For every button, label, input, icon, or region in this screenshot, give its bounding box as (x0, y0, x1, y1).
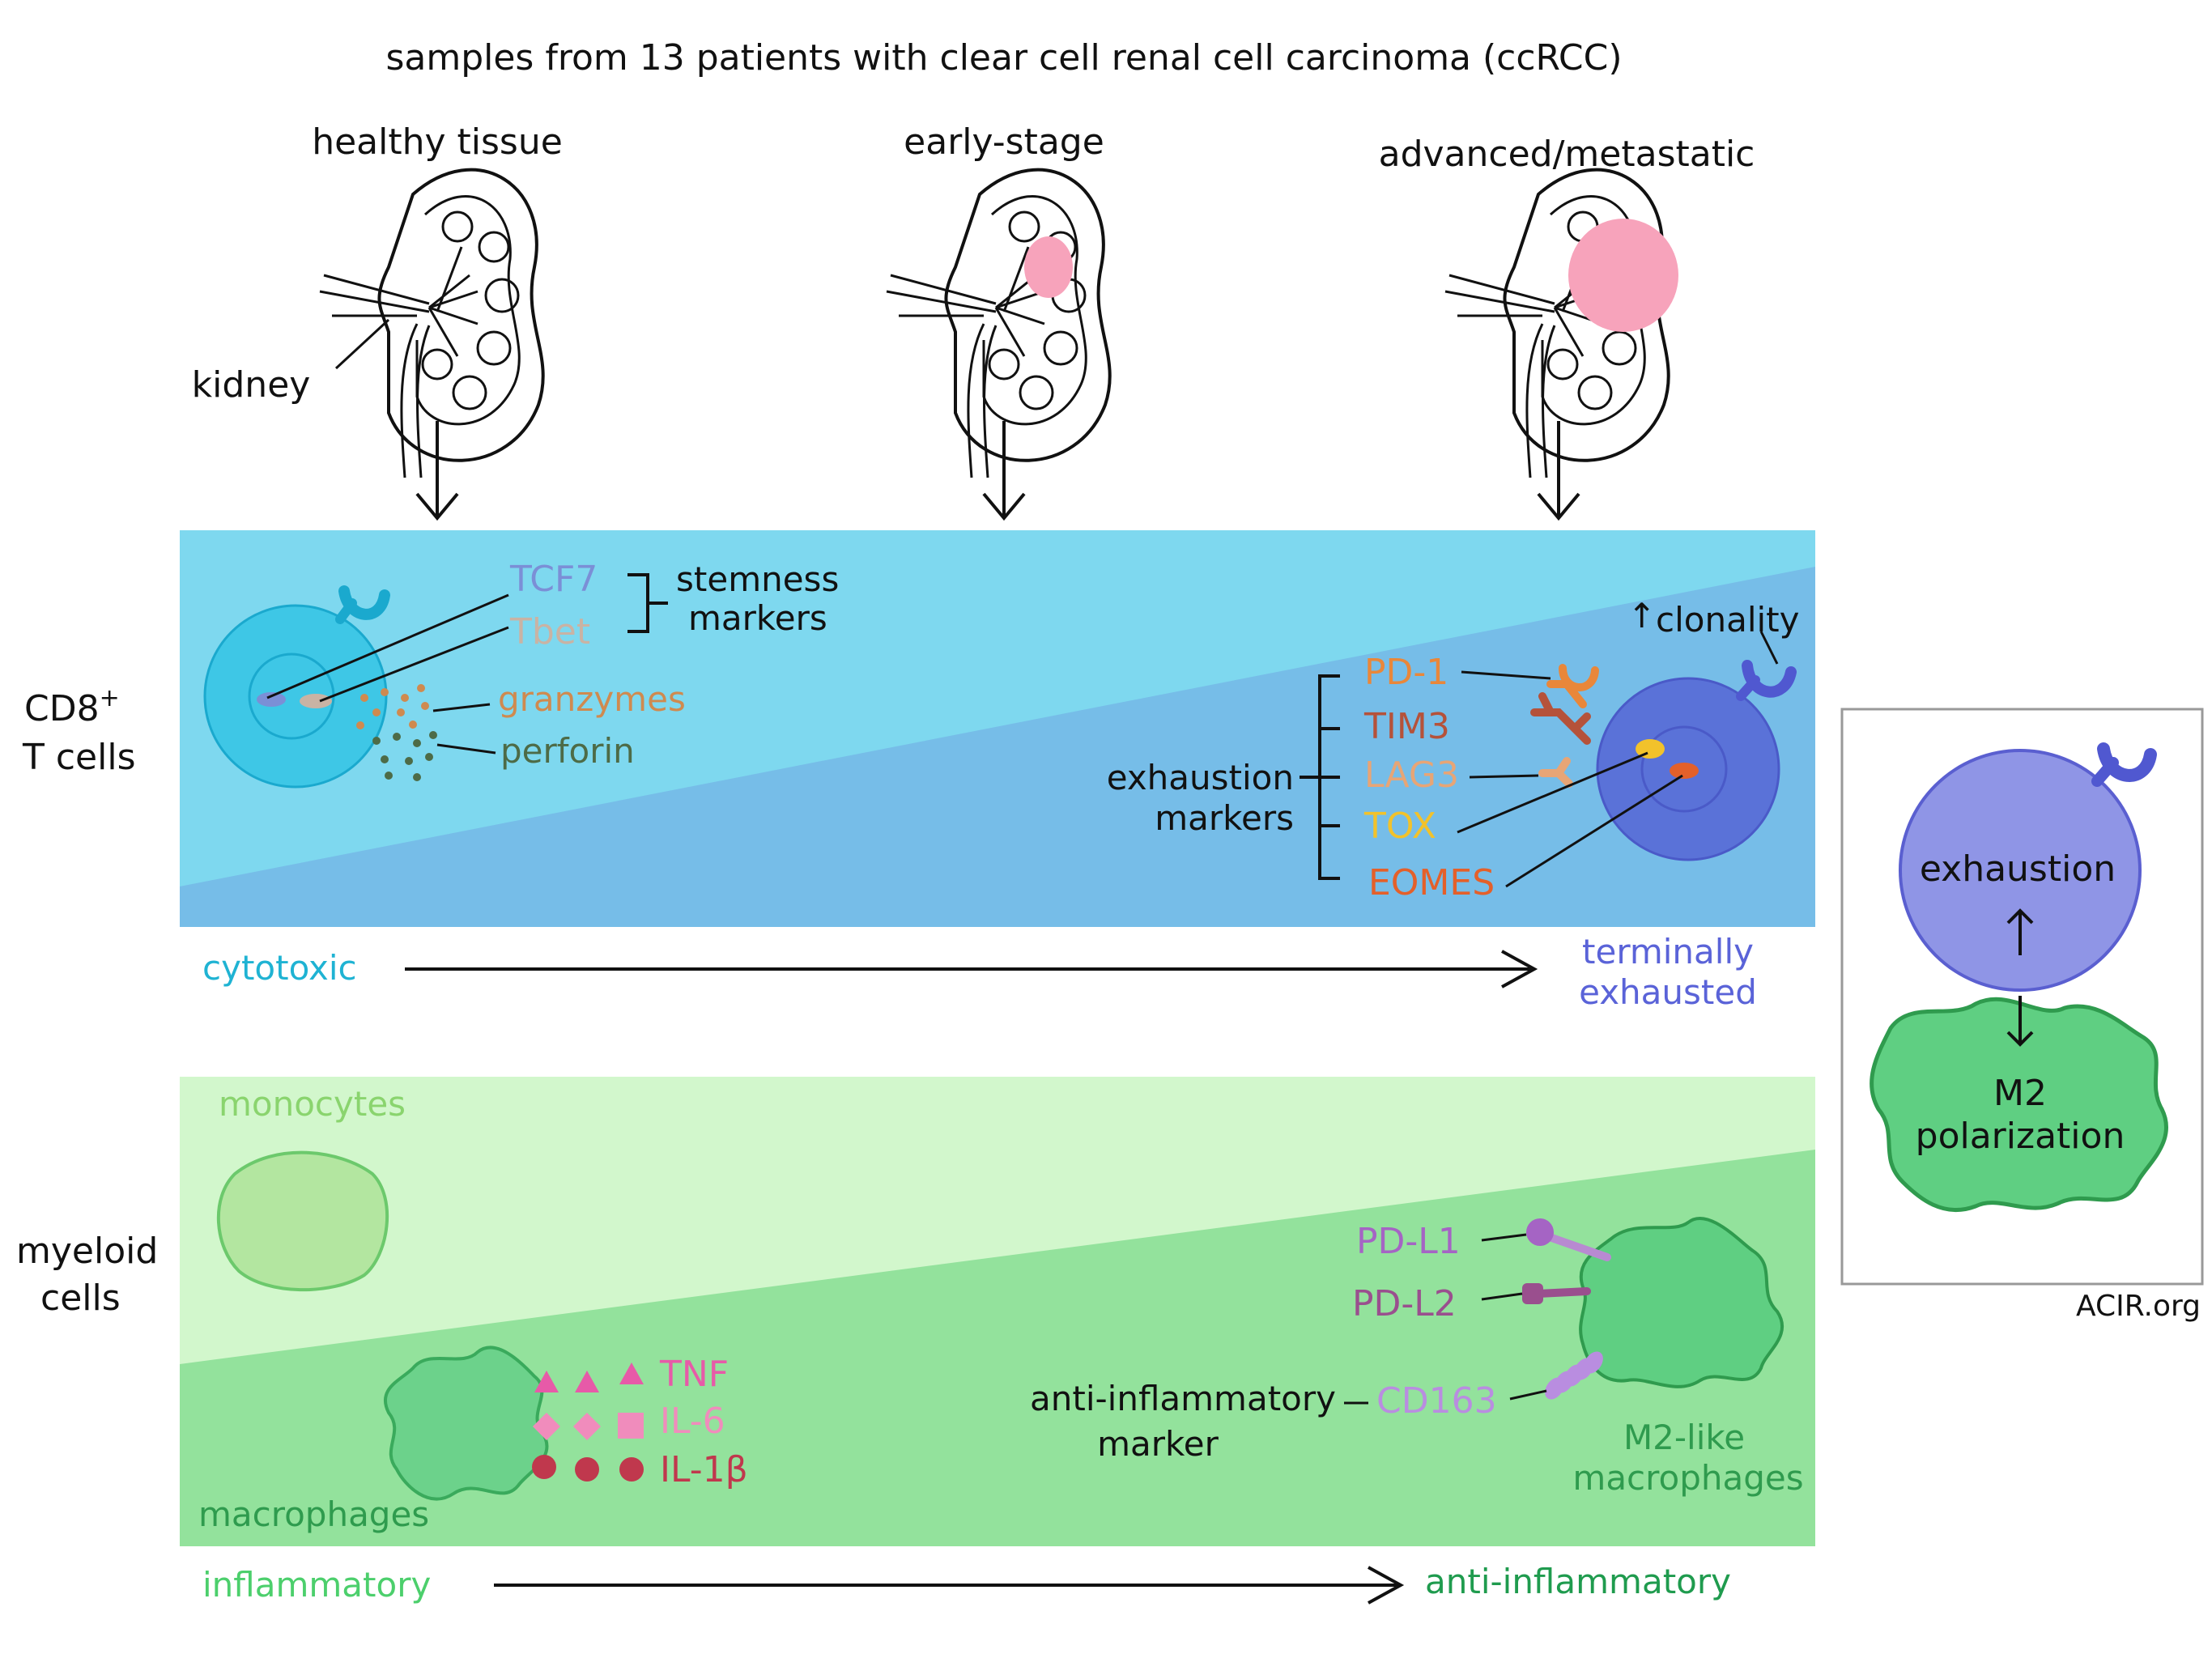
marker-eomes-label: EOMES (1368, 862, 1495, 903)
cytokine-il6-icons (533, 1413, 644, 1440)
marker-tox-label: TOX (1363, 806, 1436, 847)
m2-macrophage-icon (1579, 1216, 1784, 1388)
stemness-label-line2: markers (688, 598, 827, 638)
marker-pd1-label: PD-1 (1364, 652, 1448, 693)
myeloid-axis-left-label: inflammatory (202, 1565, 431, 1605)
marker-tbet-label: Tbet (509, 611, 590, 653)
perforin-dots (372, 731, 437, 781)
tox-pointer-line (1457, 751, 1648, 834)
stage-label-advanced: advanced/metastatic (1379, 134, 1755, 175)
clonality-arrow: ↑ (1627, 596, 1656, 636)
m2-like-label-line2: macrophages (1572, 1458, 1803, 1498)
cytokine-tnf-label: TNF (659, 1354, 729, 1395)
tcell-row-label: CD8+ (24, 684, 120, 729)
myeloid-row-label-line2: cells (40, 1278, 121, 1319)
myeloid-panel-gradient-wedge (180, 1150, 1815, 1546)
inset-m2-label-line2: polarization (1916, 1116, 2125, 1157)
kidney-label: kidney (192, 364, 311, 406)
inset-m2-label-line1: M2 (1993, 1073, 2047, 1114)
exhaustion-markers-label-line1: exhaustion (1107, 758, 1294, 797)
stage-label-healthy: healthy tissue (312, 121, 563, 163)
ligand-pd-l1-label: PD-L1 (1356, 1221, 1461, 1262)
anti-inflammatory-marker-label-line1: anti-inflammatory (1030, 1379, 1336, 1418)
pd1-pointer-line (1461, 670, 1551, 680)
marker-lag3-label: LAG3 (1364, 755, 1459, 796)
myeloid-axis-right-label: anti-inflammatory (1425, 1562, 1731, 1601)
tcell-row-label-line2: T cells (22, 737, 136, 778)
ligand-cd163-label: CD163 (1376, 1380, 1497, 1422)
clonality-pointer-line (1759, 631, 1779, 665)
perforin-pointer-line (436, 743, 496, 755)
inset-exhaustion-label: exhaustion (1920, 848, 2116, 890)
figure-title: samples from 13 patients with clear cell… (385, 37, 1622, 79)
clonality-label: clonality (1656, 600, 1799, 640)
stemness-bracket (627, 573, 668, 633)
granzymes-label: granzymes (498, 679, 686, 719)
tcf7-pointer-line (266, 593, 509, 699)
monocytes-label: monocytes (219, 1084, 406, 1124)
kidney-advanced-icon (1444, 168, 1678, 479)
myeloid-row-label-line1: myeloid (16, 1231, 158, 1272)
exhaustion-bracket (1300, 674, 1340, 880)
tcell-axis-arrow (405, 950, 1538, 988)
kidney-pointer-line (334, 318, 390, 370)
down-arrow-early (982, 421, 1026, 521)
m2-like-label-line1: M2-like (1623, 1418, 1745, 1457)
granzyme-dots (356, 684, 429, 729)
cytokine-il6-label: IL-6 (660, 1401, 725, 1442)
monocyte-cell-icon (216, 1150, 389, 1292)
perforin-label: perforin (500, 731, 635, 771)
down-arrow-healthy (415, 421, 459, 521)
cytokine-il1b-icons (532, 1455, 644, 1482)
tcell-axis-left-label: cytotoxic (202, 948, 357, 988)
myeloid-axis-arrow (494, 1566, 1405, 1605)
marker-tim3-label: TIM3 (1363, 706, 1450, 747)
pd-l1-pointer-line (1481, 1233, 1527, 1242)
granzymes-pointer-line (432, 703, 491, 712)
macrophages-label: macrophages (198, 1494, 429, 1534)
stage-label-early: early-stage (904, 121, 1104, 163)
inset-bidirectional-arrow (2006, 908, 2034, 1047)
inflammatory-macrophage-icon (383, 1346, 549, 1501)
tbet-pointer-line (319, 626, 509, 703)
pd-l2-pointer-line (1481, 1292, 1523, 1301)
eomes-pointer-line (1505, 774, 1683, 888)
credit-label: ACIR.org (2076, 1290, 2201, 1323)
kidney-healthy-icon (318, 168, 545, 479)
exhausted-tcell-icon (1530, 660, 1797, 861)
kidney-early-icon (885, 168, 1112, 479)
ligand-pd-l2-label: PD-L2 (1352, 1283, 1457, 1324)
inset-exhausted-tcell-icon (1899, 742, 2157, 992)
cytokine-tnf-icons (534, 1363, 644, 1392)
exhaustion-markers-label-line2: markers (1155, 798, 1294, 838)
marker-tcf7-label: TCF7 (509, 559, 598, 600)
tcell-axis-right-label-line2: exhausted (1579, 972, 1757, 1012)
tcell-axis-right-label-line1: terminally (1582, 932, 1754, 971)
cd163-receptor-icon (1545, 1351, 1603, 1400)
down-arrow-advanced (1537, 421, 1580, 521)
pd-l1-receptor-icon (1526, 1218, 1611, 1261)
stemness-label-line1: stemness (676, 559, 839, 599)
cytokine-il1b-label: IL-1β (660, 1449, 748, 1490)
inset-m2-macrophage-icon (1870, 997, 2168, 1212)
tcell-panel-gradient-wedge (180, 567, 1815, 927)
lag3-pointer-line (1469, 774, 1539, 779)
anti-inflammatory-marker-label-line2: marker (1097, 1424, 1219, 1464)
pd-l2-receptor-icon (1522, 1283, 1591, 1304)
cytotoxic-tcell-icon (203, 585, 390, 789)
cd163-pointer-line (1509, 1389, 1547, 1401)
